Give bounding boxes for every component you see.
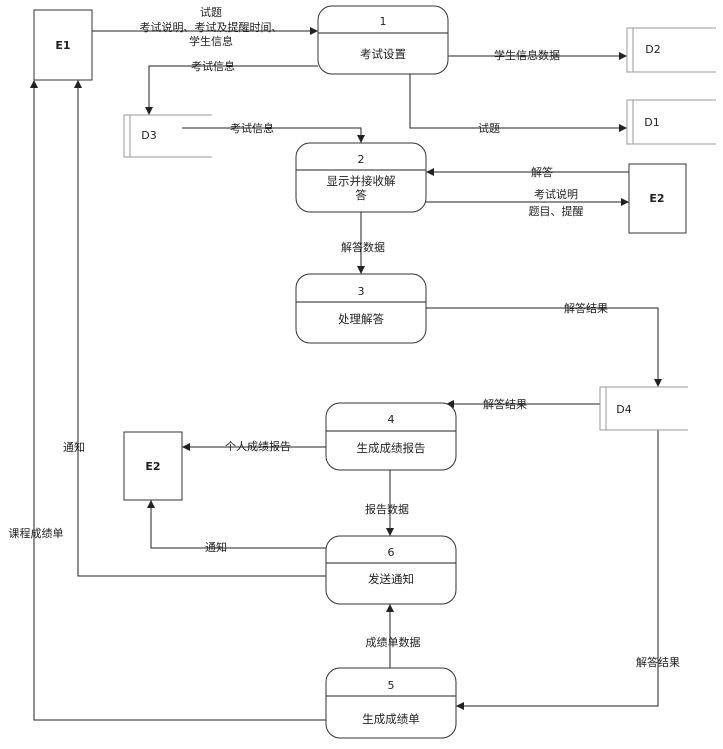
- flow-labels: 试题 考试说明、考试及提醒时间、 学生信息 考试信息 学生信息数据 试题 考试信…: [9, 6, 681, 669]
- process-2-label-line1: 显示并接收解: [327, 174, 396, 188]
- process-4-number: 4: [388, 413, 395, 426]
- process-2-label-line2: 答: [355, 188, 367, 202]
- process-1-box: [317, 5, 449, 75]
- process-4[interactable]: 4 生成成绩报告: [325, 402, 457, 471]
- datastore-d1-tab: [626, 99, 634, 145]
- datastore-d2-tab: [626, 27, 634, 73]
- process-3[interactable]: 3 处理解答: [295, 273, 427, 344]
- flow-e1-p1-label-line2: 考试说明、考试及提醒时间、: [140, 20, 283, 34]
- flow-p1-d2-label: 学生信息数据: [494, 48, 560, 62]
- process-5[interactable]: 5 生成成绩单: [325, 667, 457, 739]
- datastore-d3[interactable]: D3: [123, 114, 212, 158]
- process-3-label: 处理解答: [338, 312, 384, 326]
- datastore-d2[interactable]: D2: [626, 27, 716, 73]
- process-2-number: 2: [358, 153, 365, 166]
- datastore-d4[interactable]: D4: [599, 386, 688, 431]
- process-6-box: [325, 535, 457, 605]
- datastore-d1-label: D1: [644, 116, 659, 129]
- process-6[interactable]: 6 发送通知: [325, 535, 457, 605]
- process-5-box: [325, 667, 457, 739]
- entity-e2-right[interactable]: E2: [628, 163, 687, 234]
- datastore-d4-outline: [599, 386, 688, 431]
- datastore-d1[interactable]: D1: [626, 99, 716, 145]
- flow-lines: [30, 27, 662, 721]
- flow-p1-d3-line: [145, 65, 318, 115]
- flow-p5-p6-label: 成绩单数据: [366, 635, 421, 649]
- entity-e2-left-label: E2: [145, 460, 160, 473]
- flow-e1-p1-label-line1: 试题: [200, 6, 222, 19]
- flow-p6-e1-label: 通知: [63, 440, 85, 454]
- entity-e2-left-box: [123, 431, 183, 501]
- flow-p6-e2-line: [147, 500, 326, 549]
- flow-p1-d1-label: 试题: [478, 122, 500, 135]
- entity-e2-right-box: [628, 163, 687, 234]
- process-4-box: [325, 402, 457, 471]
- process-4-label: 生成成绩报告: [357, 441, 426, 455]
- flow-e1-p1-label-line3: 学生信息: [189, 34, 233, 48]
- flow-d4-p4-label: 解答结果: [483, 397, 527, 411]
- flow-d4-p5-label: 解答结果: [636, 655, 680, 669]
- flow-p6-e2-label: 通知: [205, 540, 227, 554]
- flow-p3-d4-line: [426, 307, 662, 387]
- flow-p2-e2-label-line1: 考试说明: [534, 187, 578, 201]
- flow-d3-p2-line: [182, 127, 365, 143]
- flow-d4-p5-line: [456, 430, 659, 710]
- flow-p1-d3-label: 考试信息: [191, 59, 235, 73]
- process-5-number: 5: [388, 679, 395, 692]
- flow-p1-d1-line: [409, 74, 627, 132]
- datastore-d3-outline: [123, 114, 212, 158]
- entity-e1-label: E1: [55, 39, 70, 52]
- process-6-label: 发送通知: [368, 572, 414, 586]
- entity-e1[interactable]: E1: [33, 9, 93, 81]
- flow-p2-e2-label-line2: 题目、提醒: [529, 205, 584, 218]
- flow-e2-p2-label: 解答: [531, 165, 553, 179]
- entity-e2-right-label: E2: [649, 192, 664, 205]
- flow-d3-p2-label: 考试信息: [230, 121, 274, 135]
- process-1-number: 1: [380, 15, 387, 28]
- process-1-label: 考试设置: [360, 47, 406, 61]
- process-3-box: [295, 273, 427, 344]
- process-2[interactable]: 2 显示并接收解 答: [295, 142, 427, 213]
- entity-e2-left[interactable]: E2: [123, 431, 183, 501]
- datastore-d2-label: D2: [645, 43, 660, 56]
- process-6-number: 6: [388, 546, 395, 559]
- datastore-d4-label: D4: [616, 403, 631, 416]
- datastore-d1-outline: [626, 99, 716, 145]
- process-2-box: [295, 142, 427, 213]
- flow-p4-e2-label: 个人成绩报告: [225, 439, 291, 453]
- flow-p6-e1-line: [74, 80, 326, 577]
- flow-p4-p6-label: 报告数据: [365, 502, 409, 516]
- flow-p2-p3-label: 解答数据: [341, 240, 385, 254]
- flow-p3-d4-label: 解答结果: [564, 301, 608, 315]
- flow-p5-e1-line: [30, 80, 326, 721]
- datastore-d3-tab: [123, 114, 131, 158]
- entity-e1-box: [33, 9, 93, 81]
- datastore-d2-outline: [626, 27, 716, 73]
- process-3-number: 3: [358, 285, 365, 298]
- flow-p5-e1-label: 课程成绩单: [9, 527, 64, 540]
- datastore-d3-label: D3: [141, 129, 156, 142]
- process-1[interactable]: 1 考试设置: [317, 5, 449, 75]
- datastore-d4-tab: [599, 386, 607, 431]
- process-5-label: 生成成绩单: [362, 712, 420, 726]
